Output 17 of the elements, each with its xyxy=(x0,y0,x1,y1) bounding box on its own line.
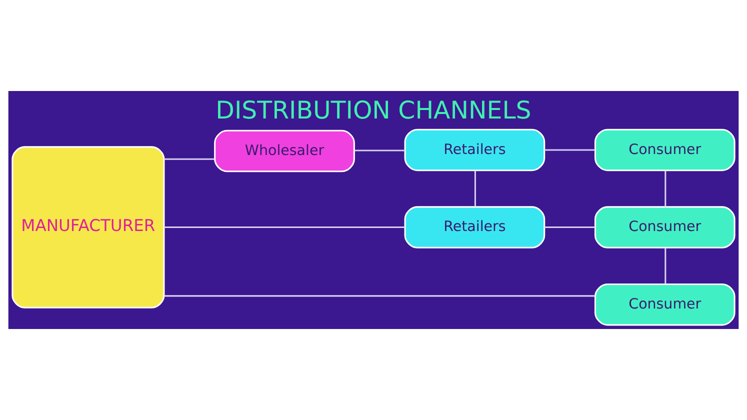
connector xyxy=(664,170,666,207)
connector xyxy=(664,248,666,284)
connector xyxy=(544,149,596,151)
node-box: Retailers xyxy=(404,128,546,172)
node-box: MANUFACTURER xyxy=(12,146,165,308)
connector xyxy=(474,170,476,207)
node-box: Consumer xyxy=(594,283,736,326)
diagram-title: DISTRIBUTION CHANNELS xyxy=(216,96,532,125)
connector xyxy=(164,158,215,160)
connector xyxy=(354,150,405,152)
connector xyxy=(164,226,405,228)
node-box: Wholesaler xyxy=(214,130,355,172)
connector xyxy=(544,226,596,228)
connector xyxy=(164,295,596,297)
node-box: Consumer xyxy=(594,206,736,248)
node-box: Retailers xyxy=(404,206,546,248)
node-box: Consumer xyxy=(594,128,736,172)
